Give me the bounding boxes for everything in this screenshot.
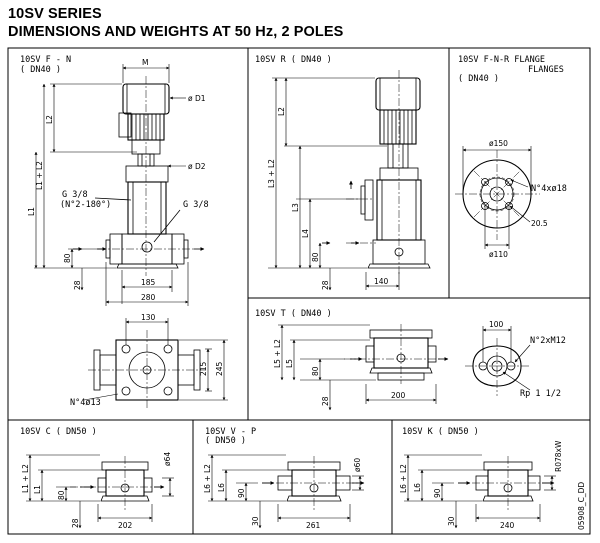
- t-dim-28: 28: [321, 396, 330, 406]
- sheet-frame: [7, 47, 591, 535]
- fn-panel-title: 10SV F - N: [20, 55, 71, 65]
- c-dim-l1: L1: [33, 485, 42, 494]
- t-pump-elevation: [344, 324, 449, 384]
- flange-panel-title: 10SV F-N-R FLANGE: [458, 55, 545, 65]
- t-dim-80: 80: [311, 366, 320, 376]
- flange-panel-title-2: FLANGES: [528, 65, 564, 75]
- v-panel-title: 10SV V - P: [205, 427, 256, 437]
- c-dim-l1-l2: L1 + L2: [21, 464, 30, 493]
- t-panel-title: 10SV T ( DN40 ): [255, 309, 332, 319]
- fn-dim-280: 280: [141, 293, 156, 302]
- flange-dim-20-5: 20.5: [531, 219, 548, 228]
- r-dim-l2: L2: [277, 107, 286, 116]
- c-dim-202: 202: [118, 521, 133, 530]
- fn-dim-80: 80: [63, 253, 72, 263]
- r-dimension-lines: [268, 77, 400, 291]
- k-pump-elevation: [458, 456, 556, 512]
- k-dim-l6-l2: L6 + L2: [399, 464, 408, 493]
- fn-dim-d1: ø D1: [188, 94, 206, 103]
- flange-view: [455, 150, 540, 240]
- r-dim-l3-l2: L3 + L2: [267, 159, 276, 188]
- r-dim-l3: L3: [291, 203, 300, 212]
- c-dim-80: 80: [57, 490, 66, 500]
- series-title: 10SV SERIES: [8, 6, 102, 22]
- v-panel-subtitle: ( DN50 ): [205, 436, 246, 446]
- fn-label-g38-note: (N°2-180°): [60, 200, 111, 210]
- k-dimension-lines: [404, 454, 556, 529]
- v-dim-261: 261: [306, 521, 321, 530]
- fn-dim-215: 215: [199, 361, 208, 376]
- drawing-code: 05908_C_DD: [577, 482, 586, 530]
- k-dim-90: 90: [433, 488, 442, 498]
- fn-dim-245: 245: [215, 361, 224, 376]
- v-dim-l6-l2: L6 + L2: [203, 464, 212, 493]
- fn-dim-d2: ø D2: [188, 162, 206, 171]
- fn-dimension-lines: [34, 64, 189, 306]
- r-dim-140: 140: [374, 277, 389, 286]
- c-dim-64: ø64: [163, 452, 172, 466]
- t-dim-200: 200: [391, 391, 406, 400]
- c-pump-elevation: [70, 456, 165, 512]
- v-pump-elevation: [262, 456, 365, 512]
- fn-dim-185: 185: [141, 278, 156, 287]
- fn-label-holes: N°4ø13: [70, 398, 101, 408]
- flange-panel-subtitle: ( DN40 ): [458, 74, 499, 84]
- t-label-rp: Rp 1 1/2: [520, 389, 561, 399]
- v-dim-90: 90: [237, 488, 246, 498]
- k-dim-240: 240: [500, 521, 515, 530]
- c-dim-28: 28: [71, 518, 80, 528]
- c-dimension-lines: [26, 454, 174, 529]
- v-dim-60: ø60: [353, 458, 362, 472]
- k-dim-l6: L6: [413, 483, 422, 492]
- t-oval-flange: [465, 338, 530, 396]
- fn-dim-l1: L1: [27, 207, 36, 216]
- fn-pump-elevation: [73, 76, 205, 276]
- fn-dim-l2: L2: [45, 115, 54, 124]
- t-dim-l5-l2: L5 + L2: [273, 339, 282, 368]
- fn-base-plan: [83, 330, 206, 410]
- v-dim-30: 30: [251, 516, 260, 526]
- fn-label-g38-top: G 3/8: [62, 190, 88, 200]
- flange-dim-150: ø150: [489, 139, 508, 148]
- t-label-holes: N°2xM12: [530, 336, 566, 346]
- v-dim-l6: L6: [217, 483, 226, 492]
- dimensions-title: DIMENSIONS AND WEIGHTS AT 50 Hz, 2 POLES: [8, 24, 344, 40]
- k-dim-r078: R078xW: [554, 440, 563, 472]
- k-panel-title: 10SV K ( DN50 ): [402, 427, 479, 437]
- r-dim-l4: L4: [301, 229, 310, 238]
- r-dim-28: 28: [321, 280, 330, 290]
- fn-label-g38-side: G 3/8: [183, 200, 209, 210]
- flange-label-holes: N°4xø18: [531, 184, 567, 194]
- fn-dim-130: 130: [141, 313, 156, 322]
- k-dim-30: 30: [447, 516, 456, 526]
- fn-panel-subtitle: ( DN40 ): [20, 65, 61, 75]
- r-panel-title: 10SV R ( DN40 ): [255, 55, 332, 65]
- t-dim-100: 100: [489, 320, 504, 329]
- flange-dimensions: [462, 146, 532, 249]
- c-panel-title: 10SV C ( DN50 ): [20, 427, 97, 437]
- flange-dim-110: ø110: [489, 250, 508, 259]
- t-dim-l5: L5: [285, 359, 294, 368]
- r-dim-80: 80: [311, 252, 320, 262]
- v-dimension-lines: [208, 454, 364, 529]
- fn-dim-l1-l2: L1 + L2: [35, 161, 44, 190]
- fn-dim-m: M: [142, 58, 148, 67]
- fn-plan-dimensions: [125, 318, 228, 401]
- fn-dim-28: 28: [73, 280, 82, 290]
- t-flange-dimensions: [482, 326, 531, 391]
- r-pump-elevation: [322, 70, 431, 276]
- t-dimension-lines: [278, 324, 437, 411]
